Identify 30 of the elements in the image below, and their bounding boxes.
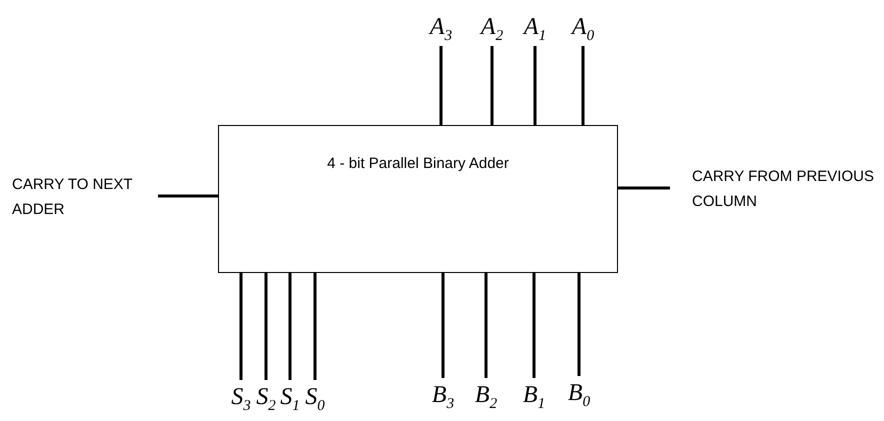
adder-block: [218, 125, 618, 273]
pin-label: B$_{2}$: [471, 378, 501, 414]
carry-label: CARRY TO NEXT ADDER: [12, 172, 152, 222]
pin-line: [582, 46, 584, 125]
pin-label: B$_{0}$: [564, 376, 594, 412]
pin-line: [288, 273, 292, 380]
pin-label: S$_{3}$: [229, 380, 253, 416]
pin-label: A$_{3}$: [426, 10, 456, 46]
pin-line: [158, 194, 218, 198]
pin-label: A$_{1}$: [520, 10, 550, 46]
pin-label: S$_{0}$: [303, 380, 327, 416]
pin-label: S$_{2}$: [254, 380, 278, 416]
pin-line: [618, 186, 670, 190]
pin-label: S$_{1}$: [278, 380, 302, 416]
pin-label: A$_{2}$: [477, 10, 507, 46]
pin-line: [314, 273, 316, 380]
carry-label: CARRY FROM PREVIOUS COLUMN: [692, 164, 882, 214]
pin-label: B$_{1}$: [519, 378, 549, 414]
pin-label: B$_{3}$: [428, 378, 458, 414]
pin-line: [532, 273, 536, 378]
block-label: 4 - bit Parallel Binary Adder: [326, 154, 510, 174]
pin-label: A$_{0}$: [568, 10, 598, 46]
pin-line: [484, 273, 488, 378]
pin-line: [264, 273, 268, 380]
pin-line: [240, 273, 242, 380]
pin-line: [440, 46, 442, 125]
pin-line: [490, 46, 494, 125]
pin-line: [442, 273, 444, 378]
pin-line: [534, 46, 536, 125]
pin-line: [578, 273, 580, 376]
